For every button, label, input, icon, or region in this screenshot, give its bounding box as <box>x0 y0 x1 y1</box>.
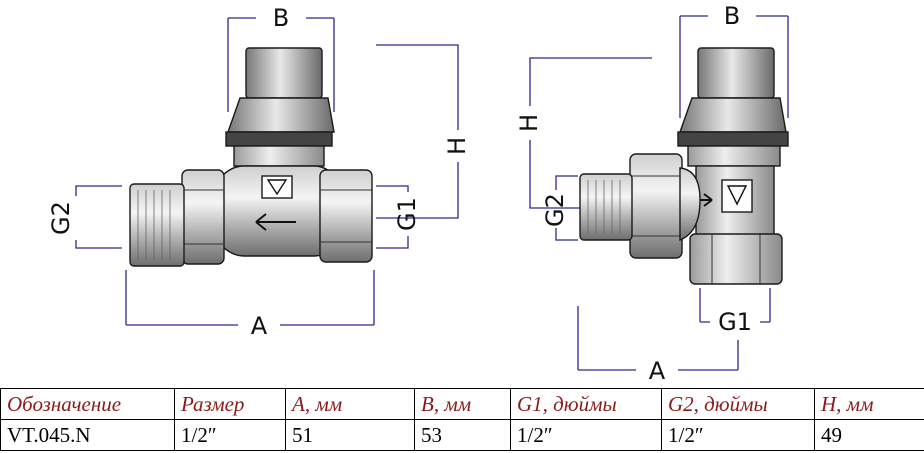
dim-label-a: A <box>251 312 268 340</box>
cap-neck <box>687 145 781 167</box>
dim-label-g2: G2 <box>47 201 75 235</box>
dim-label-b: B <box>724 2 740 30</box>
dim-label-g2: G2 <box>541 193 569 227</box>
cap-skirt <box>227 97 335 133</box>
header-g2: G2, дюймы <box>661 388 815 420</box>
header-designation: Обозначение <box>0 388 175 420</box>
dim-label-g1: G1 <box>718 308 752 336</box>
cap-top <box>697 47 775 99</box>
cap-ring <box>225 131 333 147</box>
union-nut-side <box>629 153 683 259</box>
cell-g1: 1/2″ <box>510 419 662 451</box>
valve-technical-drawing: B H G1 G2 A <box>47 2 789 385</box>
spec-table: Обозначение Размер A, мм B, мм G1, дюймы… <box>0 388 924 451</box>
header-g1: G1, дюймы <box>510 388 662 420</box>
cell-designation: VT.045.N <box>0 419 175 451</box>
table-header-row: Обозначение Размер A, мм B, мм G1, дюймы… <box>0 388 924 420</box>
dim-label-h: H <box>515 114 543 132</box>
cap-ring <box>677 131 789 147</box>
flow-marker <box>721 179 753 213</box>
cell-g2: 1/2″ <box>661 419 815 451</box>
straight-valve-view: B H G1 G2 A <box>47 4 471 340</box>
union-nut-left <box>181 169 225 265</box>
cell-size: 1/2″ <box>174 419 286 451</box>
dim-label-h: H <box>443 137 471 155</box>
cap-skirt <box>679 97 787 133</box>
cap-top <box>245 47 323 99</box>
union-nut-right <box>319 169 373 263</box>
table-row: VT.045.N 1/2″ 51 53 1/2″ 1/2″ 49 <box>0 419 924 451</box>
tail-piece <box>129 183 185 267</box>
flow-marker-icon <box>266 179 288 196</box>
cell-h: 49 <box>814 419 924 451</box>
dim-label-b: B <box>273 4 289 32</box>
header-h: H, мм <box>814 388 924 420</box>
dim-label-g1: G1 <box>393 197 421 231</box>
angle-valve-view: B H G2 G1 A <box>515 2 789 385</box>
flow-marker-icon <box>726 185 748 206</box>
union-nut-bottom <box>689 233 783 285</box>
cell-b: 53 <box>414 419 511 451</box>
dim-label-a: A <box>649 357 666 385</box>
cell-a: 51 <box>285 419 415 451</box>
tail-piece <box>579 173 633 241</box>
flow-arrow-icon <box>255 213 296 231</box>
header-size: Размер <box>174 388 286 420</box>
header-b: B, мм <box>414 388 511 420</box>
header-a: A, мм <box>285 388 415 420</box>
cap-neck <box>233 145 325 167</box>
